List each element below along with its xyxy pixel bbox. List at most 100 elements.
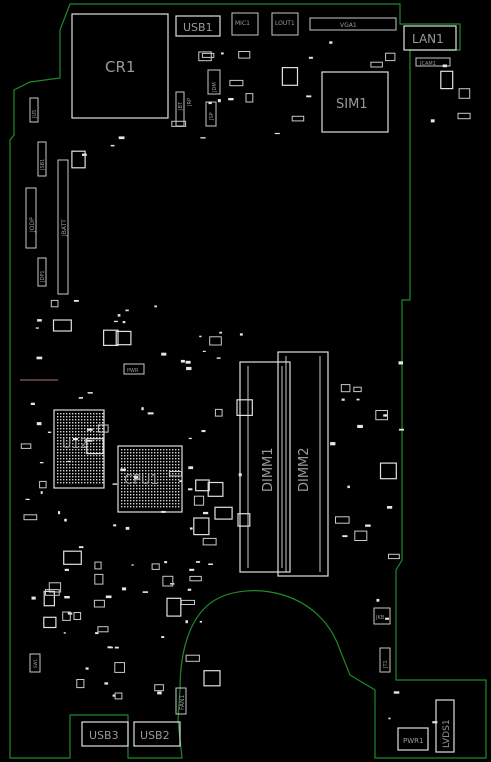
bga-ball (78, 455, 80, 457)
bga-ball (160, 476, 162, 478)
lan1-connector-outline (403, 25, 457, 51)
bga-ball (133, 494, 135, 496)
bga-ball (145, 488, 147, 490)
bga-ball (169, 461, 171, 463)
smd-component (36, 356, 43, 360)
bga-ball (60, 440, 62, 442)
smd-component (114, 646, 119, 649)
bga-ball (178, 497, 180, 499)
bga-ball (81, 446, 83, 448)
bga-ball (160, 461, 162, 463)
bga-ball (69, 413, 71, 415)
bga-ball (87, 443, 89, 445)
bga-ball (175, 485, 177, 487)
smd-component (23, 514, 38, 521)
smd-component (112, 694, 116, 697)
bga-ball (130, 467, 132, 469)
bga-ball (139, 449, 141, 451)
bga-ball (102, 440, 104, 442)
bga-ball (93, 458, 95, 460)
bga-ball (84, 443, 86, 445)
bga-ball (78, 470, 80, 472)
smd-component (97, 626, 109, 633)
bga-ball (78, 440, 80, 442)
bga-ball (127, 452, 129, 454)
smd-component (274, 132, 280, 135)
bga-ball (139, 452, 141, 454)
smd-component (188, 488, 193, 491)
bga-ball (96, 428, 98, 430)
smd-component (236, 399, 253, 416)
bga-ball (175, 464, 177, 466)
bga-ball (175, 503, 177, 505)
bga-ball (172, 485, 174, 487)
bga-ball (160, 494, 162, 496)
bga-ball (90, 422, 92, 424)
bga-ball (63, 428, 65, 430)
bga-ball (160, 467, 162, 469)
bga-ball (84, 461, 86, 463)
bga-ball (63, 425, 65, 427)
bga-ball (69, 443, 71, 445)
bga-ball (96, 425, 98, 427)
bga-ball (157, 470, 159, 472)
smd-component (193, 517, 210, 536)
bga-ball (121, 491, 123, 493)
bga-ball (121, 479, 123, 481)
bga-ball (84, 437, 86, 439)
bga-ball (151, 449, 153, 451)
bga-ball (78, 452, 80, 454)
bga-ball (93, 413, 95, 415)
bga-ball (60, 476, 62, 478)
bga-ball (142, 473, 144, 475)
bga-ball (60, 413, 62, 415)
bga-ball (72, 425, 74, 427)
bga-ball (78, 461, 80, 463)
bga-ball (130, 479, 132, 481)
bga-ball (145, 503, 147, 505)
smd-component (458, 88, 471, 99)
bga-ball (72, 413, 74, 415)
bga-ball (90, 464, 92, 466)
bga-ball (72, 422, 74, 424)
bga-ball (163, 449, 165, 451)
bga-ball (166, 458, 168, 460)
bga-ball (75, 440, 77, 442)
bga-ball (69, 455, 71, 457)
bga-ball (66, 452, 68, 454)
smd-component (187, 588, 192, 591)
bga-ball (78, 446, 80, 448)
smd-component (365, 524, 371, 527)
bga-ball (133, 467, 135, 469)
bga-ball (102, 446, 104, 448)
bga-ball (127, 500, 129, 502)
smd-component (387, 506, 393, 509)
bga-ball (166, 482, 168, 484)
bga-ball (157, 488, 159, 490)
bga-ball (66, 482, 68, 484)
bga-ball (99, 455, 101, 457)
smd-component (398, 428, 404, 431)
bga-ball (148, 470, 150, 472)
bga-ball (57, 464, 59, 466)
smd-component (118, 136, 125, 140)
smd-component (161, 510, 166, 513)
smd-component (193, 495, 205, 506)
smd-component (330, 442, 336, 446)
bga-ball (69, 476, 71, 478)
smd-component (201, 52, 215, 58)
bga-ball (151, 485, 153, 487)
bga-ball (157, 473, 159, 475)
bga-ball (84, 449, 86, 451)
bga-ball (160, 500, 162, 502)
smd-component (237, 513, 251, 527)
bga-ball (130, 485, 132, 487)
bga-ball (148, 500, 150, 502)
bga-ball (163, 506, 165, 508)
bga-ball (84, 428, 86, 430)
fan1-label: FAN1 (179, 695, 186, 710)
bga-ball (69, 428, 71, 430)
bga-ball (81, 482, 83, 484)
bga-ball (102, 464, 104, 466)
bga-ball (142, 467, 144, 469)
